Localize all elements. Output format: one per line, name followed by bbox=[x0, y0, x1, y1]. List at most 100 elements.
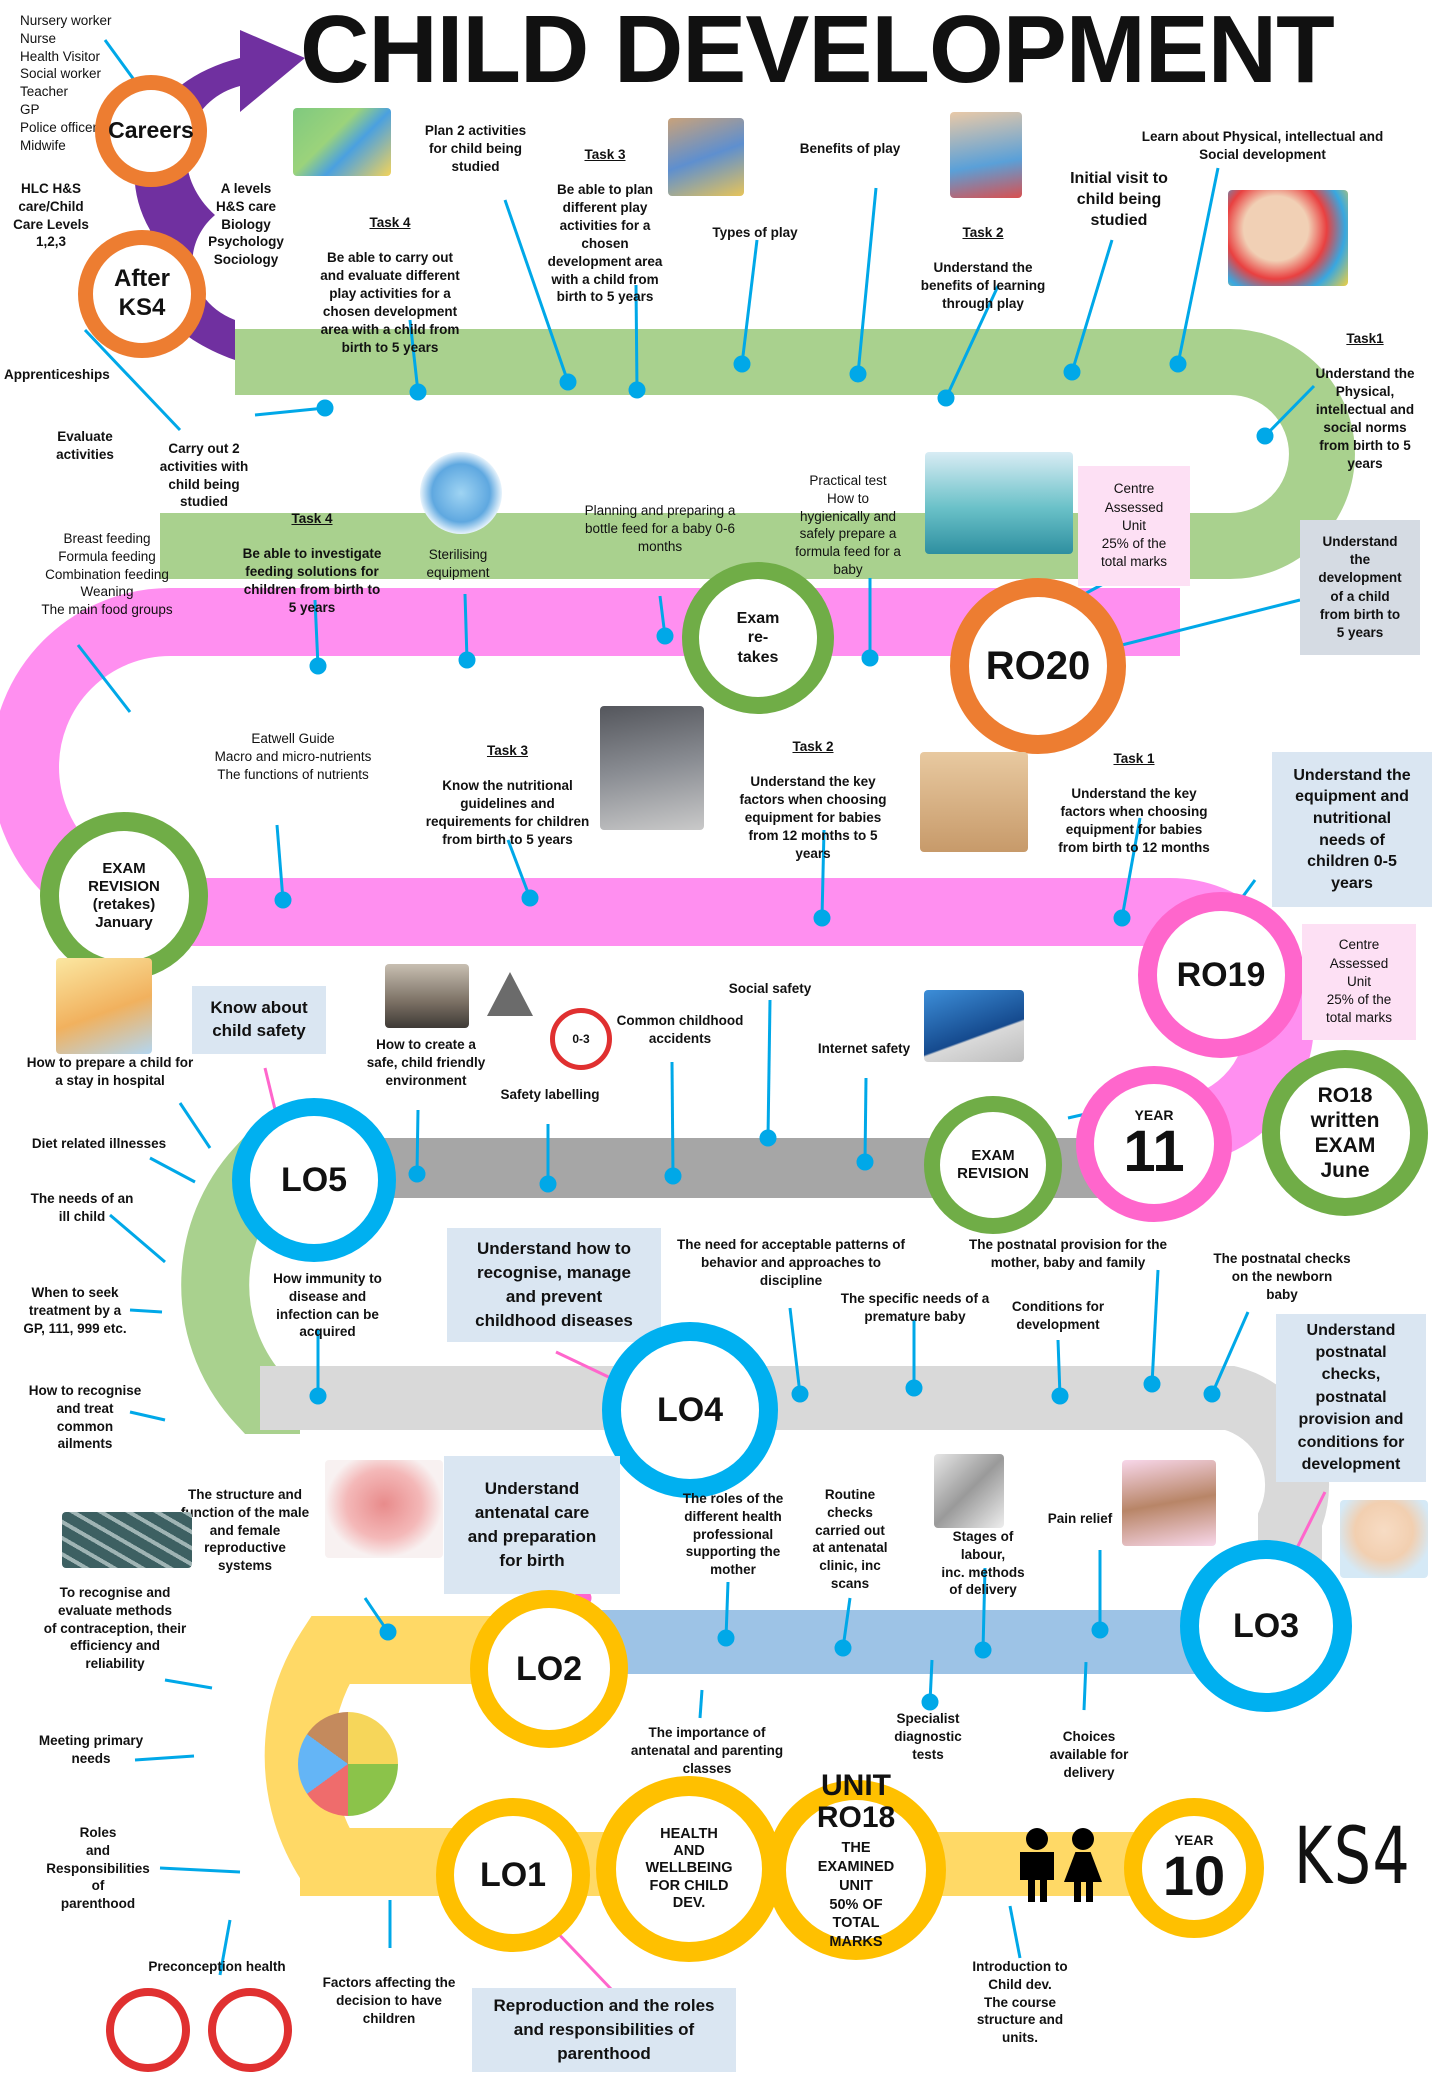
ro20-task3-text: Be able to plan different play activitie… bbox=[547, 182, 663, 305]
painted-hands-picture bbox=[1228, 190, 1348, 286]
baby-picture bbox=[1340, 1500, 1428, 1578]
year-11-ring: YEAR 11 bbox=[1076, 1066, 1232, 1222]
ro19-task2-text: Understand the key factors when choosing… bbox=[739, 774, 887, 861]
lo3-ring: LO3 bbox=[1180, 1540, 1352, 1712]
ro19-centre-assessed: Centre Assessed Unit 25% of the total ma… bbox=[1302, 924, 1416, 1040]
ro19-understand-box: Understand the equipment and nutritional… bbox=[1272, 752, 1432, 907]
no-smoking-icon bbox=[208, 1988, 292, 2072]
ro20-task2-title: Task 2 bbox=[962, 224, 1004, 240]
ro19-task4-text: Be able to investigate feeding solutions… bbox=[242, 546, 382, 615]
ro19-task1-text: Understand the key factors when choosing… bbox=[1058, 786, 1210, 855]
feeding-methods: Breast feeding Formula feeding Combinati… bbox=[41, 531, 173, 618]
pushchair-picture bbox=[600, 706, 704, 830]
ro19-task1: Task 1 Understand the key factors when c… bbox=[1045, 732, 1223, 875]
antenatal-classes: The importance of antenatal and parentin… bbox=[630, 1725, 784, 1776]
learn-development: Learn about Physical, intellectual and S… bbox=[1141, 129, 1384, 162]
recognise-ailments: How to recognise and treat common ailmen… bbox=[28, 1383, 142, 1452]
hlc-courses: HLC H&S care/Child Care Levels 1,2,3 bbox=[13, 181, 89, 250]
unit-ro18-text: THE EXAMINED UNIT 50% OF TOTAL MARKS bbox=[817, 1840, 895, 1951]
ks4-label: KS4 bbox=[1294, 1812, 1412, 1902]
ro20-task1-title: Task1 bbox=[1346, 330, 1384, 346]
cot-picture bbox=[920, 752, 1028, 852]
practical-test: Practical test How to hygienically and s… bbox=[795, 473, 901, 578]
children-playing-picture bbox=[668, 118, 744, 196]
ro19-task1-title: Task 1 bbox=[1113, 750, 1155, 766]
year-11-number: 11 bbox=[1123, 1119, 1185, 1185]
ro19-ring: RO19 bbox=[1138, 892, 1304, 1058]
lo5-ring: LO5 bbox=[232, 1098, 396, 1262]
social-safety: Social safety bbox=[728, 981, 812, 996]
postnatal-checks: The postnatal checks on the newborn baby bbox=[1213, 1251, 1351, 1302]
year-10-ring: YEAR 10 bbox=[1124, 1798, 1264, 1938]
ro20-task2: Task 2 Understand the benefits of learni… bbox=[908, 206, 1058, 331]
laptop-picture bbox=[924, 990, 1024, 1062]
conditions-development: Conditions for development bbox=[1011, 1299, 1105, 1332]
children-icon bbox=[1018, 1828, 1104, 1902]
lo5-know-box: Know about child safety bbox=[192, 986, 326, 1054]
ill-child-needs: The needs of an ill child bbox=[30, 1191, 134, 1224]
safe-environment: How to create a safe, child friendly env… bbox=[366, 1037, 486, 1088]
ro19-task4-title: Task 4 bbox=[291, 510, 333, 526]
ro20-task3-title: Task 3 bbox=[584, 146, 626, 162]
preconception-health: Preconception health bbox=[148, 1959, 286, 1974]
lo1-ring: LO1 bbox=[436, 1798, 590, 1952]
carry-out-activities: Carry out 2 activities with child being … bbox=[159, 441, 249, 510]
pain-relief-picture bbox=[1122, 1460, 1216, 1546]
premature-baby: The specific needs of a premature baby bbox=[840, 1291, 990, 1324]
immunity: How immunity to disease and infection ca… bbox=[273, 1271, 382, 1340]
eatwell-plate-picture bbox=[298, 1712, 398, 1816]
contraceptive-pills-picture bbox=[62, 1512, 192, 1568]
road-ro20 bbox=[160, 329, 1355, 579]
baby-bottles-picture bbox=[925, 452, 1073, 554]
apprenticeships: Apprenticeships bbox=[4, 367, 110, 382]
ro18-written-exam-ring: RO18 written EXAM June bbox=[1262, 1050, 1428, 1216]
diagnostic-tests: Specialist diagnostic tests bbox=[894, 1711, 962, 1762]
ro20-centre-assessed: Centre Assessed Unit 25% of the total ma… bbox=[1078, 466, 1190, 586]
ro19-task3: Task 3 Know the nutritional guidelines a… bbox=[425, 724, 590, 867]
safety-labelling: Safety labelling bbox=[500, 1087, 600, 1102]
primary-needs: Meeting primary needs bbox=[38, 1733, 144, 1766]
year-10-label: YEAR bbox=[1174, 1831, 1214, 1848]
age-warning-icon: 0-3 bbox=[550, 1008, 612, 1070]
ro20-task2-text: Understand the benefits of learning thro… bbox=[920, 260, 1046, 312]
factors-having-children: Factors affecting the decision to have c… bbox=[322, 1975, 456, 2026]
health-professional-roles: The roles of the different health profes… bbox=[682, 1491, 784, 1578]
unit-ro18-ring: UNIT RO18 THE EXAMINED UNIT 50% OF TOTAL… bbox=[766, 1770, 946, 1960]
exam-revision-ring: EXAM REVISION bbox=[924, 1096, 1062, 1234]
exam-revision-retakes-ring: EXAM REVISION (retakes) January bbox=[40, 812, 208, 980]
ro20-task4-title: Task 4 bbox=[369, 214, 411, 230]
puzzle-picture bbox=[293, 108, 391, 176]
stages-of-labour: Stages of labour, inc. methods of delive… bbox=[941, 1529, 1025, 1598]
ro19-task2-title: Task 2 bbox=[792, 738, 834, 754]
eatwell-guide: Eatwell Guide Macro and micro-nutrients … bbox=[214, 731, 372, 782]
health-wellbeing-ring: HEALTH AND WELLBEING FOR CHILD DEV. bbox=[596, 1776, 782, 1962]
ro20-task3: Task 3 Be able to plan different play ac… bbox=[545, 128, 665, 324]
year-10-number: 10 bbox=[1162, 1844, 1226, 1908]
ro20-task4-text: Be able to carry out and evaluate differ… bbox=[320, 250, 460, 355]
careers-ring: Careers bbox=[95, 75, 207, 187]
behaviour-patterns: The need for acceptable patterns of beha… bbox=[676, 1237, 906, 1288]
initial-visit: Initial visit to child being studied bbox=[1070, 170, 1168, 230]
forceps-picture bbox=[934, 1454, 1004, 1528]
year-11-label: YEAR bbox=[1134, 1106, 1174, 1123]
fireplace-picture bbox=[385, 964, 469, 1028]
planning-bottle-feed: Planning and preparing a bottle feed for… bbox=[584, 503, 736, 554]
steriliser-picture bbox=[420, 452, 502, 534]
pain-relief: Pain relief bbox=[1047, 1511, 1113, 1526]
parenthood-roles: Roles and Responsibilities of parenthood bbox=[46, 1825, 150, 1912]
ro20-understand-box: Understand the development of a child fr… bbox=[1300, 520, 1420, 655]
a-levels-list: A levels H&S care Biology Psychology Soc… bbox=[208, 181, 284, 268]
reproductive-diagram-picture bbox=[325, 1460, 443, 1558]
ro20-ring: RO20 bbox=[950, 578, 1126, 754]
benefits-of-play: Benefits of play bbox=[799, 141, 901, 156]
common-accidents: Common childhood accidents bbox=[616, 1013, 744, 1046]
ro19-task3-text: Know the nutritional guidelines and requ… bbox=[425, 778, 590, 847]
lo3-understand-box: Understand postnatal checks, postnatal p… bbox=[1276, 1314, 1426, 1482]
careers-list: Nursery worker Nurse Health Visitor Soci… bbox=[20, 13, 112, 153]
contraception: To recognise and evaluate methods of con… bbox=[43, 1585, 187, 1672]
unit-ro18-title: UNIT RO18 bbox=[816, 1769, 896, 1834]
delivery-choices: Choices available for delivery bbox=[1049, 1729, 1129, 1780]
lo2-ring: LO2 bbox=[470, 1590, 628, 1748]
when-to-seek-treatment: When to seek treatment by a GP, 111, 999… bbox=[23, 1285, 127, 1336]
